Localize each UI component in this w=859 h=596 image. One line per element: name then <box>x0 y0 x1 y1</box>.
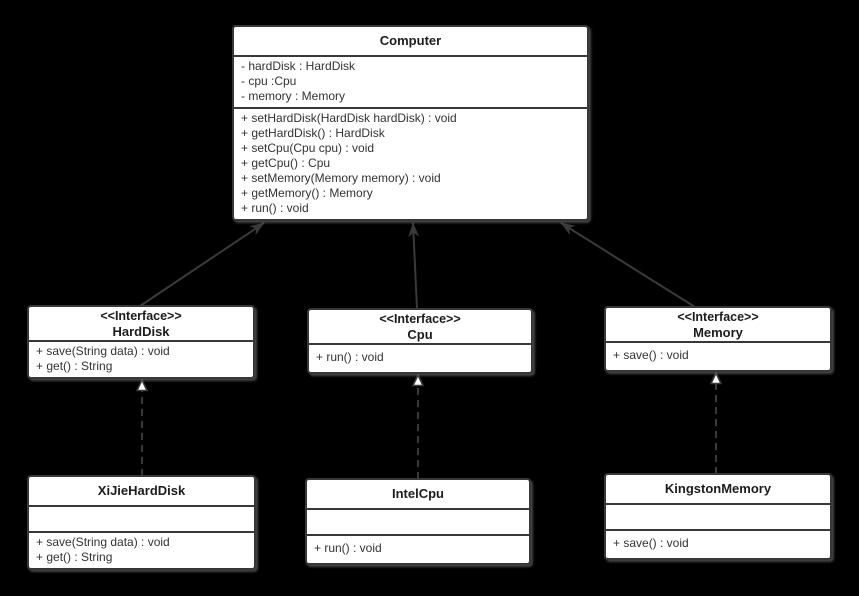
interface-cpu-title: <<Interface>> Cpu <box>309 310 531 343</box>
class-kingstonmemory-methods: + save() : void <box>606 529 830 558</box>
method-row: + setMemory(Memory memory) : void <box>241 171 441 185</box>
interface-memory-methods: + save() : void <box>606 341 830 370</box>
class-xijieharddisk-methods: + save(String data) : void + get() : Str… <box>29 531 254 568</box>
class-xijieharddisk-title: XiJieHardDisk <box>29 477 254 505</box>
field-row: - hardDisk : HardDisk <box>241 59 356 73</box>
class-computer[interactable]: Computer - hardDisk : HardDisk - cpu :Cp… <box>232 25 589 221</box>
method-row: + get() : String <box>36 550 113 564</box>
association-harddisk-to-computer[interactable] <box>139 222 265 307</box>
class-xijieharddisk[interactable]: XiJieHardDisk + save(String data) : void… <box>27 475 256 570</box>
class-kingstonmemory[interactable]: KingstonMemory + save() : void <box>604 473 832 560</box>
class-xijieharddisk-fields <box>29 505 254 531</box>
class-computer-fields: - hardDisk : HardDisk - cpu :Cpu - memor… <box>234 55 587 107</box>
method-row: + setHardDisk(HardDisk hardDisk) : void <box>241 111 457 125</box>
interface-harddisk-methods: + save(String data) : void + get() : Str… <box>29 340 253 377</box>
class-intelcpu-methods: + run() : void <box>307 534 529 563</box>
method-row: + run() : void <box>316 350 384 364</box>
class-intelcpu[interactable]: IntelCpu + run() : void <box>305 478 531 565</box>
interface-cpu-name: Cpu <box>407 327 433 342</box>
class-kingstonmemory-fields <box>606 503 830 529</box>
method-row: + run() : void <box>241 201 309 215</box>
stereotype-label: <<Interface>> <box>100 309 182 323</box>
association-cpu-to-computer[interactable] <box>408 222 420 310</box>
interface-cpu[interactable]: <<Interface>> Cpu + run() : void <box>307 308 533 374</box>
interface-harddisk[interactable]: <<Interface>> HardDisk + save(String dat… <box>27 305 255 379</box>
stereotype-label: <<Interface>> <box>379 312 461 326</box>
class-intelcpu-name: IntelCpu <box>392 486 444 501</box>
field-row: - cpu :Cpu <box>241 74 297 88</box>
method-row: + save(String data) : void <box>36 344 170 358</box>
stereotype-label: <<Interface>> <box>677 310 759 324</box>
class-kingstonmemory-title: KingstonMemory <box>606 475 830 503</box>
class-intelcpu-title: IntelCpu <box>307 480 529 508</box>
field-row: - memory : Memory <box>241 89 346 103</box>
class-kingstonmemory-name: KingstonMemory <box>664 481 772 496</box>
method-row: + setCpu(Cpu cpu) : void <box>241 141 375 155</box>
interface-harddisk-title: <<Interface>> HardDisk <box>29 307 253 340</box>
class-computer-methods: + setHardDisk(HardDisk hardDisk) : void … <box>234 107 587 219</box>
interface-memory[interactable]: <<Interface>> Memory + save() : void <box>604 306 832 372</box>
class-xijieharddisk-name: XiJieHardDisk <box>97 483 186 498</box>
class-computer-name: Computer <box>379 33 442 48</box>
method-row: + getMemory() : Memory <box>241 186 373 200</box>
association-memory-to-computer[interactable] <box>560 222 696 308</box>
method-row: + getCpu() : Cpu <box>241 156 331 170</box>
method-row: + save() : void <box>613 536 689 550</box>
interface-harddisk-name: HardDisk <box>112 324 170 339</box>
interface-cpu-methods: + run() : void <box>309 343 531 372</box>
class-computer-title: Computer <box>234 27 587 55</box>
class-intelcpu-fields <box>307 508 529 534</box>
method-row: + getHardDisk() : HardDisk <box>241 126 385 140</box>
interface-memory-title: <<Interface>> Memory <box>606 308 830 341</box>
method-row: + save(String data) : void <box>36 535 170 549</box>
interface-memory-name: Memory <box>693 325 743 340</box>
method-row: + save() : void <box>613 348 689 362</box>
method-row: + run() : void <box>314 541 382 555</box>
method-row: + get() : String <box>36 359 113 373</box>
